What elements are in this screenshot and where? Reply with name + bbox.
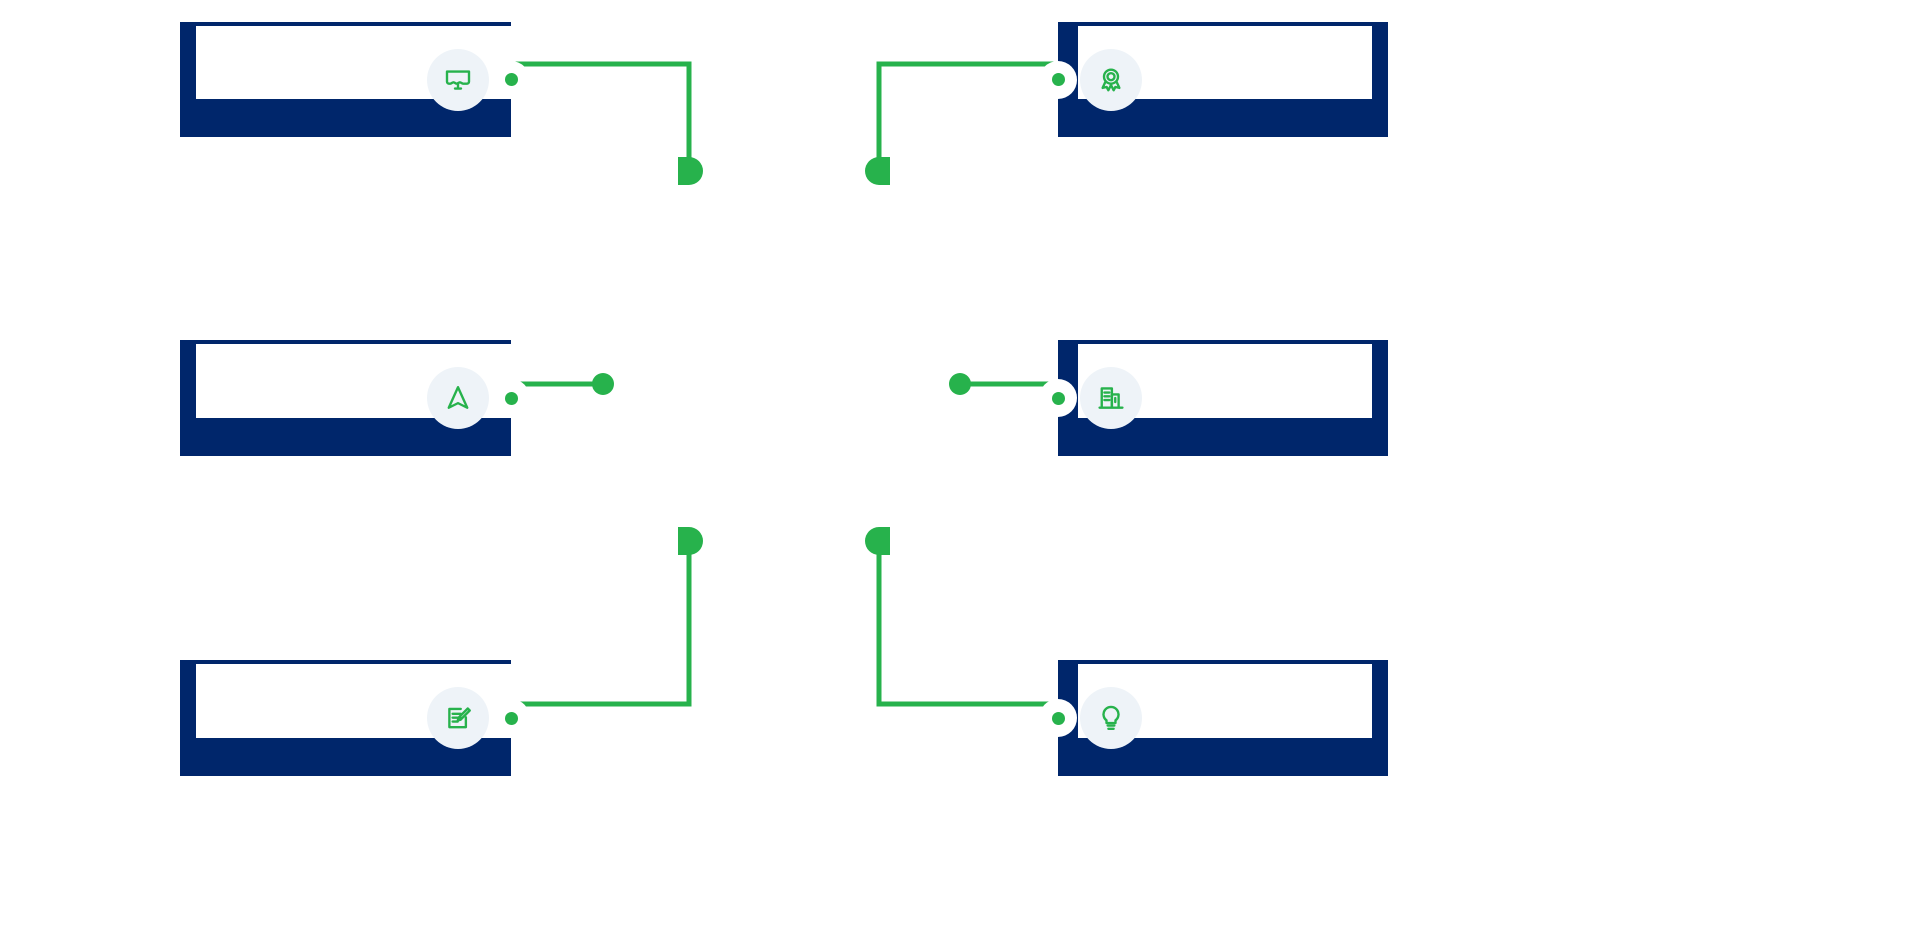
icon-bubble bbox=[1080, 687, 1142, 749]
wire-endpoint-cap bbox=[865, 157, 890, 185]
port-dot bbox=[504, 711, 518, 725]
wire-endpoint-cap bbox=[678, 157, 703, 185]
connector-wire-lightbulb[interactable] bbox=[865, 527, 1060, 707]
card-monitor[interactable] bbox=[180, 22, 530, 137]
card-document-edit[interactable] bbox=[180, 660, 530, 776]
award-badge-icon bbox=[1101, 67, 1121, 91]
monitor-icon bbox=[445, 69, 471, 90]
icon-bubble bbox=[1080, 48, 1142, 111]
card-port[interactable] bbox=[1039, 60, 1077, 99]
icon-bubble bbox=[427, 367, 489, 429]
card-port[interactable] bbox=[1039, 699, 1077, 737]
port-dot bbox=[1051, 73, 1065, 86]
icon-bubble bbox=[427, 48, 489, 111]
wire-endpoint-dot bbox=[949, 373, 971, 395]
card-navigation[interactable] bbox=[180, 340, 530, 456]
card-lightbulb[interactable] bbox=[1039, 660, 1388, 776]
card-award[interactable] bbox=[1039, 22, 1388, 137]
wire-endpoint-cap bbox=[678, 527, 703, 555]
card-port[interactable] bbox=[492, 379, 530, 417]
navigation-arrow-icon bbox=[447, 386, 469, 409]
card-port[interactable] bbox=[492, 699, 530, 737]
connector-wire-award[interactable] bbox=[865, 61, 1060, 185]
connector-wire-monitor[interactable] bbox=[508, 61, 703, 185]
icon-bubble bbox=[1080, 367, 1142, 429]
wire-endpoint-cap bbox=[865, 527, 890, 555]
port-dot bbox=[1051, 391, 1065, 405]
card-port[interactable] bbox=[492, 60, 530, 99]
wire-endpoint-dot bbox=[592, 373, 614, 395]
lightbulb-icon bbox=[1102, 705, 1120, 730]
port-dot bbox=[504, 391, 518, 405]
card-port[interactable] bbox=[1039, 379, 1077, 417]
port-dot bbox=[1051, 711, 1065, 725]
icon-bubble bbox=[427, 687, 489, 749]
port-dot bbox=[504, 73, 518, 86]
office-building-icon bbox=[1098, 387, 1124, 409]
card-building[interactable] bbox=[1039, 340, 1388, 456]
connector-wire-document-edit[interactable] bbox=[508, 527, 703, 707]
document-edit-icon bbox=[448, 707, 471, 729]
